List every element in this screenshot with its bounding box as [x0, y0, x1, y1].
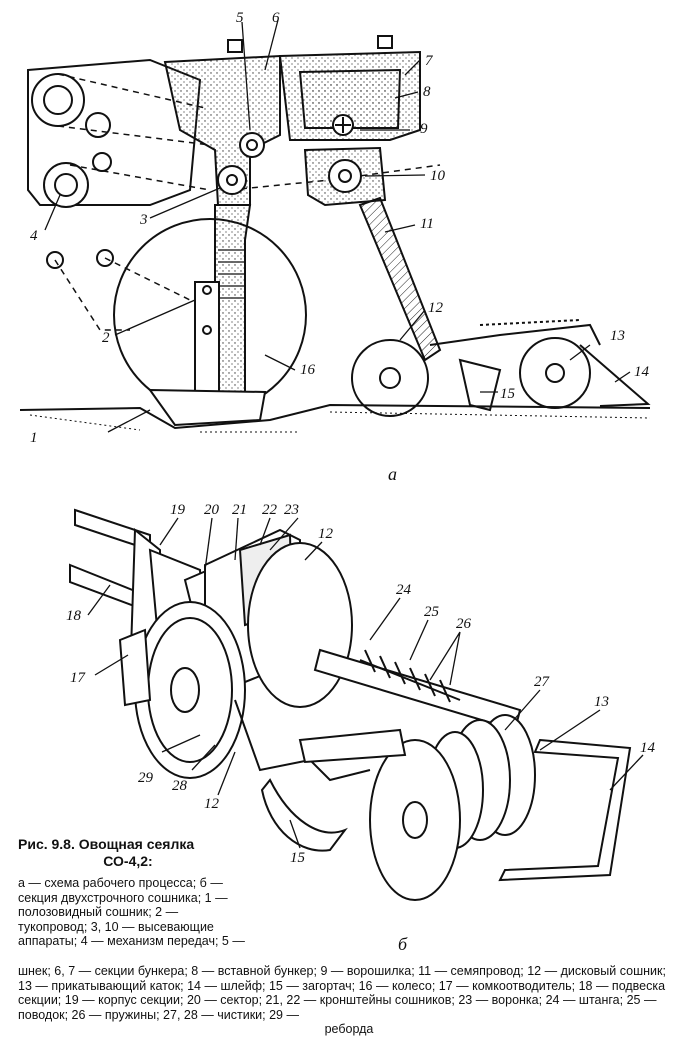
disc-opener-12-rear: [247, 542, 353, 708]
packer-roller-13: [519, 337, 591, 409]
rod-24: [313, 648, 522, 732]
label-4: 4: [30, 228, 38, 244]
caption-title-line2: СО-4,2:: [103, 853, 153, 869]
label-14: 14: [640, 740, 656, 756]
label-16: 16: [300, 362, 316, 378]
clod-deflector-17: [118, 628, 152, 707]
label-26: 26: [456, 616, 472, 632]
label-20: 20: [204, 502, 220, 518]
labels-a: 1 2 3 4 5 6 7 8 9 10 11 12 13 14 15 16 а: [30, 10, 650, 484]
label-24: 24: [396, 582, 412, 598]
ground-line: [19, 403, 651, 430]
caption-legend-text: шнек; 6, 7 — секции бункера; 8 — вставно…: [18, 964, 666, 1022]
label-25: 25: [424, 604, 440, 620]
label-21: 21: [232, 502, 247, 518]
label-11: 11: [420, 216, 434, 232]
seeding-unit-3: [217, 165, 247, 195]
label-23: 23: [284, 502, 299, 518]
covering-tool-15: [260, 778, 348, 852]
sprocket-lower: [43, 162, 89, 208]
caption-title-line1: Рис. 9.8. Овощная сеялка: [18, 836, 195, 852]
sublabel-a: а: [388, 464, 397, 484]
label-29: 29: [138, 770, 154, 786]
caption-legend-continued: шнек; 6, 7 — секции бункера; 8 — вставно…: [18, 964, 680, 1037]
springs-25-26: [359, 649, 461, 703]
label-19: 19: [170, 502, 186, 518]
insert-hopper-8: [298, 68, 402, 129]
caption-legend-start: а — схема рабочего процесса; б — секция …: [18, 876, 245, 949]
label-2: 2: [102, 330, 110, 346]
label-13: 13: [594, 694, 609, 710]
label-14: 14: [634, 364, 650, 380]
label-9: 9: [420, 121, 428, 137]
label-12-bottom: 12: [204, 796, 220, 812]
label-6: 6: [272, 10, 280, 26]
drag-14: [498, 738, 632, 882]
label-15: 15: [500, 386, 516, 402]
drag-chain-14: [579, 344, 651, 407]
caption-legend-end: реборда: [324, 1022, 374, 1037]
labels-b: 19 20 21 22 23 12 18 17 24 25 26 27 13 1…: [66, 502, 656, 954]
label-28: 28: [172, 778, 188, 794]
runner-opener-1: [148, 388, 267, 427]
label-5: 5: [236, 10, 244, 26]
seed-tube-11: [358, 196, 442, 362]
label-18: 18: [66, 608, 82, 624]
label-17: 17: [70, 670, 87, 686]
fertilizer-tube-2: [214, 204, 252, 396]
covering-tool-15: [458, 358, 502, 412]
caption-title: Рис. 9.8. Овощная сеялка СО-4,2:: [18, 836, 238, 870]
label-12: 12: [428, 300, 444, 316]
label-13: 13: [610, 328, 625, 344]
label-8: 8: [423, 84, 431, 100]
diagram-b-double-row-opener-section: 19 20 21 22 23 12 18 17 24 25 26 27 13 1…: [66, 502, 656, 954]
label-1: 1: [30, 430, 38, 446]
label-27: 27: [534, 674, 551, 690]
label-10: 10: [430, 168, 446, 184]
diagram-a-working-process: 1 2 3 4 5 6 7 8 9 10 11 12 13 14 15 16 а: [19, 10, 651, 484]
label-12-top: 12: [318, 526, 334, 542]
label-3: 3: [139, 212, 148, 228]
label-7: 7: [425, 53, 434, 69]
sprocket-upper: [31, 73, 85, 127]
label-22: 22: [262, 502, 278, 518]
sublabel-b: б: [398, 934, 408, 954]
label-15: 15: [290, 850, 306, 866]
auger-5: [239, 132, 265, 158]
